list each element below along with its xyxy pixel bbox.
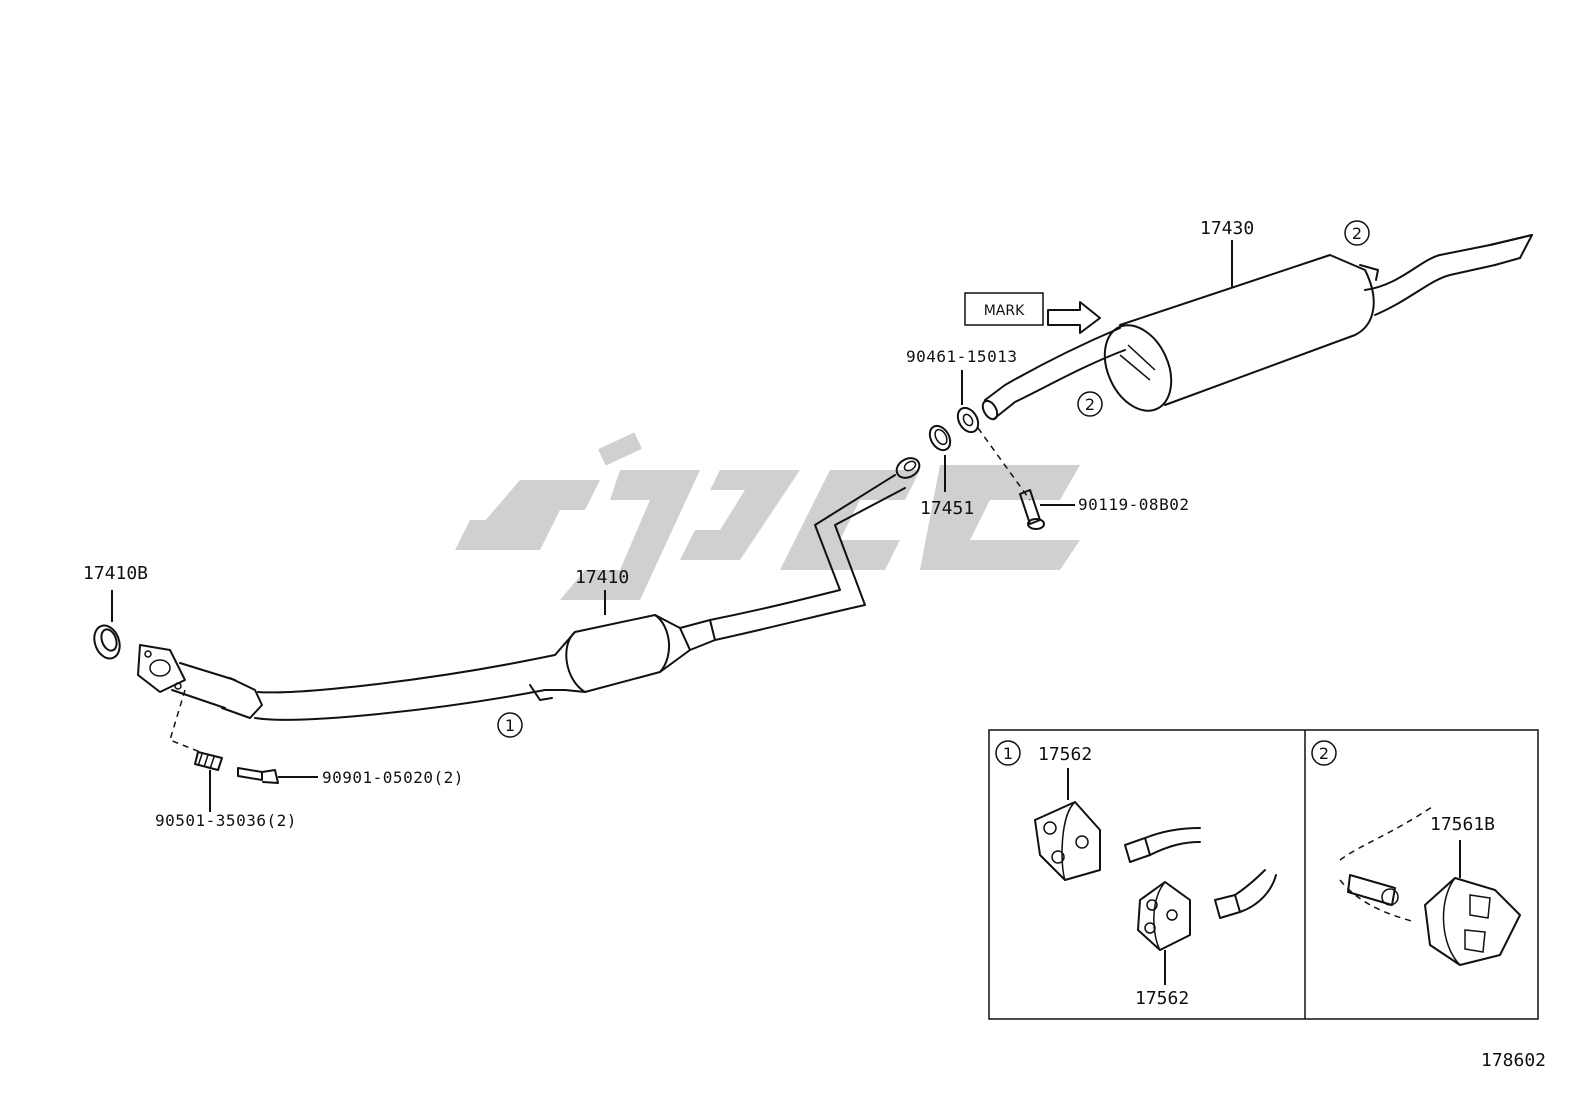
svg-text:MARK: MARK bbox=[984, 303, 1025, 319]
mark-box: MARK bbox=[964, 292, 1044, 326]
footer-code: 178602 bbox=[1481, 1050, 1546, 1071]
watermark-logo bbox=[455, 432, 1080, 600]
hanger-rod-inset-2 bbox=[1347, 874, 1399, 906]
dashed-guide-inset-2 bbox=[1339, 879, 1416, 923]
spring-90501 bbox=[194, 751, 223, 771]
label-90501: 90501-35036(2) bbox=[155, 811, 297, 830]
label-90901: 90901-05020(2) bbox=[322, 768, 464, 787]
label-inset-17562-top: 17562 bbox=[1038, 744, 1092, 765]
bolt-90119 bbox=[1019, 489, 1045, 530]
muffler-17430 bbox=[981, 234, 1533, 421]
hanger-rod-inset-1a bbox=[1124, 827, 1201, 863]
label-90119: 90119-08B02 bbox=[1078, 495, 1189, 514]
callout-2-left: 2 bbox=[1077, 391, 1103, 417]
front-gasket-17410B bbox=[93, 624, 121, 660]
label-17430: 17430 bbox=[1200, 218, 1254, 239]
rubber-hanger-17562-a bbox=[1034, 801, 1101, 881]
detail-inset: 1 17562 17562 bbox=[988, 729, 1539, 1020]
rubber-hanger-17562-b bbox=[1137, 881, 1191, 951]
label-90461: 90461-15013 bbox=[906, 347, 1017, 366]
label-17410: 17410 bbox=[575, 567, 629, 588]
label-17410B: 17410B bbox=[83, 563, 148, 584]
svg-text:2: 2 bbox=[1352, 224, 1362, 243]
label-inset-17561B: 17561B bbox=[1430, 814, 1495, 835]
mark-arrow bbox=[1047, 301, 1101, 334]
svg-text:1: 1 bbox=[1003, 744, 1013, 763]
gasket-17451 bbox=[928, 424, 952, 452]
washer-90461 bbox=[956, 406, 980, 434]
svg-text:1: 1 bbox=[505, 716, 515, 735]
dashed-guide-inset bbox=[1339, 804, 1436, 861]
rubber-hanger-17561B bbox=[1424, 877, 1521, 966]
callout-2-top: 2 bbox=[1344, 220, 1370, 246]
dashed-guide-rear bbox=[977, 427, 1031, 501]
svg-text:2: 2 bbox=[1319, 744, 1329, 763]
label-inset-17562-bottom: 17562 bbox=[1135, 988, 1189, 1009]
inset-callout-1: 1 bbox=[995, 740, 1021, 766]
inset-callout-2: 2 bbox=[1311, 740, 1337, 766]
front-pipe-17410 bbox=[137, 457, 921, 721]
dashed-guide-front bbox=[169, 689, 201, 753]
callout-1-main: 1 bbox=[497, 712, 523, 738]
svg-text:2: 2 bbox=[1085, 395, 1095, 414]
hanger-rod-inset-1b bbox=[1214, 869, 1277, 919]
label-17451: 17451 bbox=[920, 498, 974, 519]
bolt-90901 bbox=[237, 767, 279, 784]
